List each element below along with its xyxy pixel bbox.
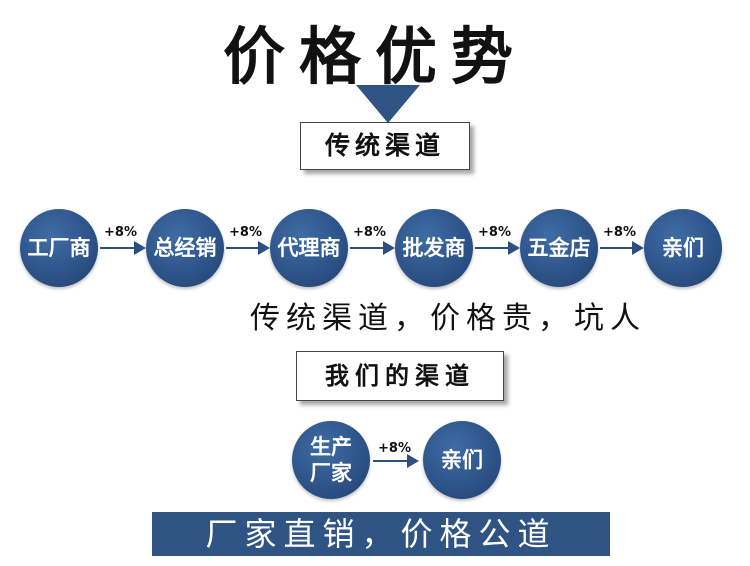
node-factory: 工厂商 [20, 209, 98, 287]
arrow-icon [100, 241, 146, 255]
markup-label: +8% [378, 441, 411, 456]
page-title: 价格优势 [222, 20, 527, 93]
manufacturer-line-1: 生产 [310, 434, 352, 459]
markup-label: +8% [104, 225, 137, 240]
arrow-icon [350, 241, 395, 255]
direct-sales-banner: 厂家直销，价格公道 [152, 512, 610, 556]
markup-label: +8% [478, 225, 511, 240]
our-channel-label: 我们的渠道 [296, 351, 504, 401]
manufacturer-line-2: 厂家 [310, 461, 352, 485]
traditional-channel-label: 传统渠道 [300, 122, 470, 170]
markup-label: +8% [229, 225, 262, 240]
node-distributor: 总经销 [146, 209, 224, 287]
node-wholesaler: 批发商 [395, 209, 473, 287]
node-agent: 代理商 [270, 209, 348, 287]
node-manufacturer: 生产 厂家 [292, 421, 370, 499]
markup-label: +8% [353, 225, 386, 240]
arrow-icon [600, 241, 644, 255]
arrow-icon [475, 241, 520, 255]
arrow-icon [226, 241, 270, 255]
node-customer: 亲们 [644, 209, 722, 287]
down-triangle-icon [356, 85, 420, 123]
traditional-slogan: 传统渠道，价格贵，坑人 [250, 301, 646, 336]
arrow-icon [373, 454, 419, 468]
markup-label: +8% [603, 225, 636, 240]
node-hardware-store: 五金店 [520, 209, 598, 287]
node-customer: 亲们 [423, 421, 501, 499]
